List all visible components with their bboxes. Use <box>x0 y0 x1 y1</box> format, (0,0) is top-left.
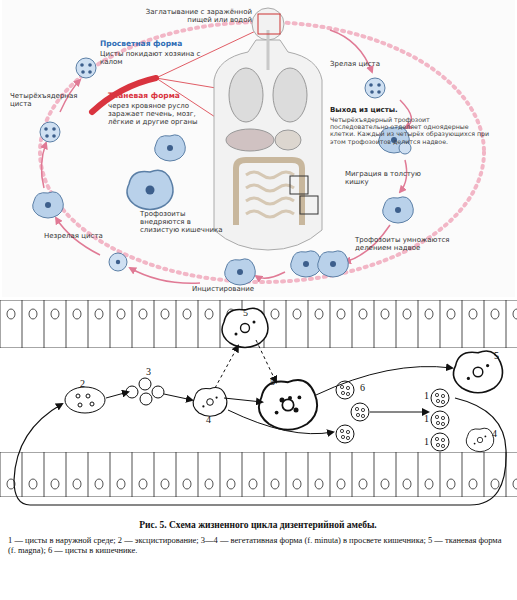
illustration-shape <box>431 389 449 407</box>
illustration-shape <box>76 58 96 78</box>
illustration-shape <box>139 378 151 390</box>
illustration-shape <box>2 0 515 297</box>
illustration-shape <box>0 452 517 497</box>
stage-label: Тканевая форма <box>108 92 218 101</box>
illustration-shape <box>259 380 317 430</box>
illustration-shape <box>164 394 192 400</box>
illustration-shape <box>228 410 333 434</box>
stage-label: Инцистирование <box>192 285 292 293</box>
illustration-shape <box>336 381 354 399</box>
callout-number: 1 <box>424 413 436 425</box>
illustration-shape <box>236 160 302 225</box>
illustration-shape <box>41 143 46 188</box>
illustration-shape <box>256 340 276 382</box>
illustration-shape <box>106 392 128 398</box>
stage-label: Просветная форма <box>100 40 210 49</box>
illustration-shape <box>225 259 256 285</box>
illustration-shape <box>226 129 274 151</box>
illustration-shape <box>383 197 414 223</box>
callout-number: 2 <box>80 378 92 390</box>
illustration-shape <box>215 346 238 388</box>
illustration-shape <box>78 403 82 407</box>
illustration-shape <box>140 393 152 405</box>
illustration-shape <box>193 388 227 417</box>
illustration-shape <box>65 387 105 413</box>
illustration-shape <box>152 386 164 398</box>
illustration-shape <box>431 411 449 429</box>
illustration-shape <box>76 394 80 398</box>
illustration-shape <box>86 394 90 398</box>
illustration-shape <box>300 196 318 214</box>
illustration-shape <box>365 78 385 98</box>
callout-number: 6 <box>360 382 372 394</box>
stage-label: 1 — цисты в наружной среде; 2 — эксцисти… <box>8 536 508 556</box>
illustration-shape <box>224 398 262 402</box>
illustration-shape <box>14 398 506 505</box>
illustration-shape <box>109 253 127 271</box>
callout-number: 4 <box>206 414 218 426</box>
callout-number: 1 <box>424 390 436 402</box>
illustration-shape <box>336 425 354 443</box>
illustration-shape <box>273 68 307 122</box>
illustration-shape <box>90 402 94 406</box>
stage-label: Трофозоиты умножаются делением надвое <box>355 236 465 252</box>
stage-label: Зрелая циста <box>330 60 400 68</box>
illustration-shape <box>288 396 292 400</box>
stage-label: Четырёхъядерная циста <box>10 92 80 108</box>
illustration-shape <box>294 408 299 413</box>
illustration-shape <box>127 170 173 209</box>
stage-label: Трофозоиты внедряются в слизистую кишечн… <box>140 210 230 234</box>
illustration-shape <box>275 130 301 150</box>
stage-label: через кровяное русло заражает печень, мо… <box>108 102 216 126</box>
illustration-shape <box>256 272 285 278</box>
illustration-shape <box>318 251 349 277</box>
illustration-shape <box>316 367 452 395</box>
stage-label: Выход из цисты. <box>330 106 480 114</box>
illustration-shape <box>246 172 294 217</box>
stage-label: Миграция в толстую кишку <box>345 170 435 186</box>
illustration-shape <box>130 268 200 283</box>
illustration-shape <box>33 192 64 218</box>
callout-number: 3 <box>146 366 158 378</box>
callout-number: 5 <box>270 376 282 388</box>
illustration-shape <box>466 428 494 452</box>
stage-label: Четырёхъядерный трофозоит последовательн… <box>330 116 490 145</box>
stage-label: Заглатывание с заражённой пищей или водо… <box>140 8 252 24</box>
figure-caption: Рис. 5. Схема жизненного цикла дизентери… <box>8 520 508 531</box>
stage-label: Цисты покидают хозяина с калом <box>100 50 210 66</box>
illustration-shape <box>280 398 285 403</box>
illustration-shape <box>258 14 280 34</box>
callout-number: 4 <box>492 428 504 440</box>
illustration-shape <box>290 176 308 194</box>
bottom-schematic <box>0 300 517 505</box>
illustration-shape <box>214 40 322 250</box>
illustration-shape <box>40 122 60 142</box>
top-panel <box>2 0 515 297</box>
illustration-shape <box>229 68 263 122</box>
callout-number: 5 <box>243 307 255 319</box>
illustration-shape <box>431 433 449 451</box>
illustration-shape <box>267 30 270 70</box>
callout-number: 1 <box>424 436 436 448</box>
illustration-shape <box>291 251 322 277</box>
callout-number: 5 <box>494 350 506 362</box>
illustration-shape <box>155 135 186 161</box>
illustration-shape <box>0 300 517 348</box>
illustration-shape <box>40 22 484 282</box>
illustration-shape <box>370 412 428 413</box>
illustration-shape <box>351 403 369 421</box>
stage-label: Незрелая циста <box>44 232 124 240</box>
